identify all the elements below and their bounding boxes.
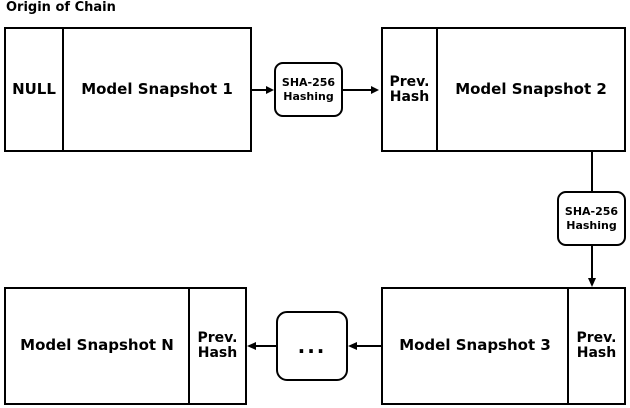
sha256-hashing-node-2[interactable]: SHA-256 Hashing	[557, 191, 626, 246]
arrow-block3-to-ellipsis	[348, 336, 381, 356]
block-model-snapshot-2[interactable]: Prev. Hash Model Snapshot 2	[381, 27, 626, 152]
model-snapshot-3-cell: Model Snapshot 3	[383, 289, 569, 403]
arrow-hash1-to-block2	[343, 80, 381, 100]
block-model-snapshot-3[interactable]: Model Snapshot 3 Prev. Hash	[381, 287, 626, 405]
prev-hash-cell: Prev. Hash	[383, 29, 438, 150]
line-block2-to-hash2	[582, 152, 602, 192]
arrow-block1-to-hash1	[252, 80, 276, 100]
prev-hash-cell: Prev. Hash	[197, 330, 238, 361]
origin-of-chain-caption: Origin of Chain	[6, 0, 116, 15]
model-snapshot-1-cell: Model Snapshot 1	[81, 79, 233, 98]
hashing-label: Hashing	[566, 218, 617, 232]
sha256-label: SHA-256	[564, 205, 619, 219]
ellipsis-node[interactable]: ...	[276, 311, 348, 381]
hashing-label: Hashing	[283, 89, 334, 103]
null-cell: NULL	[6, 29, 64, 150]
arrow-ellipsis-to-blockn	[247, 336, 276, 356]
arrow-hash2-to-block3	[582, 246, 602, 288]
block-model-snapshot-1[interactable]: NULL Model Snapshot 1	[4, 27, 252, 152]
model-snapshot-2-cell: Model Snapshot 2	[455, 79, 607, 98]
model-snapshot-n-cell: Model Snapshot N	[6, 289, 190, 403]
block-model-snapshot-n[interactable]: Model Snapshot N Prev. Hash	[4, 287, 247, 405]
prev-hash-cell: Prev. Hash	[576, 330, 617, 361]
sha256-hashing-node-1[interactable]: SHA-256 Hashing	[274, 62, 343, 117]
sha256-label: SHA-256	[281, 76, 336, 90]
